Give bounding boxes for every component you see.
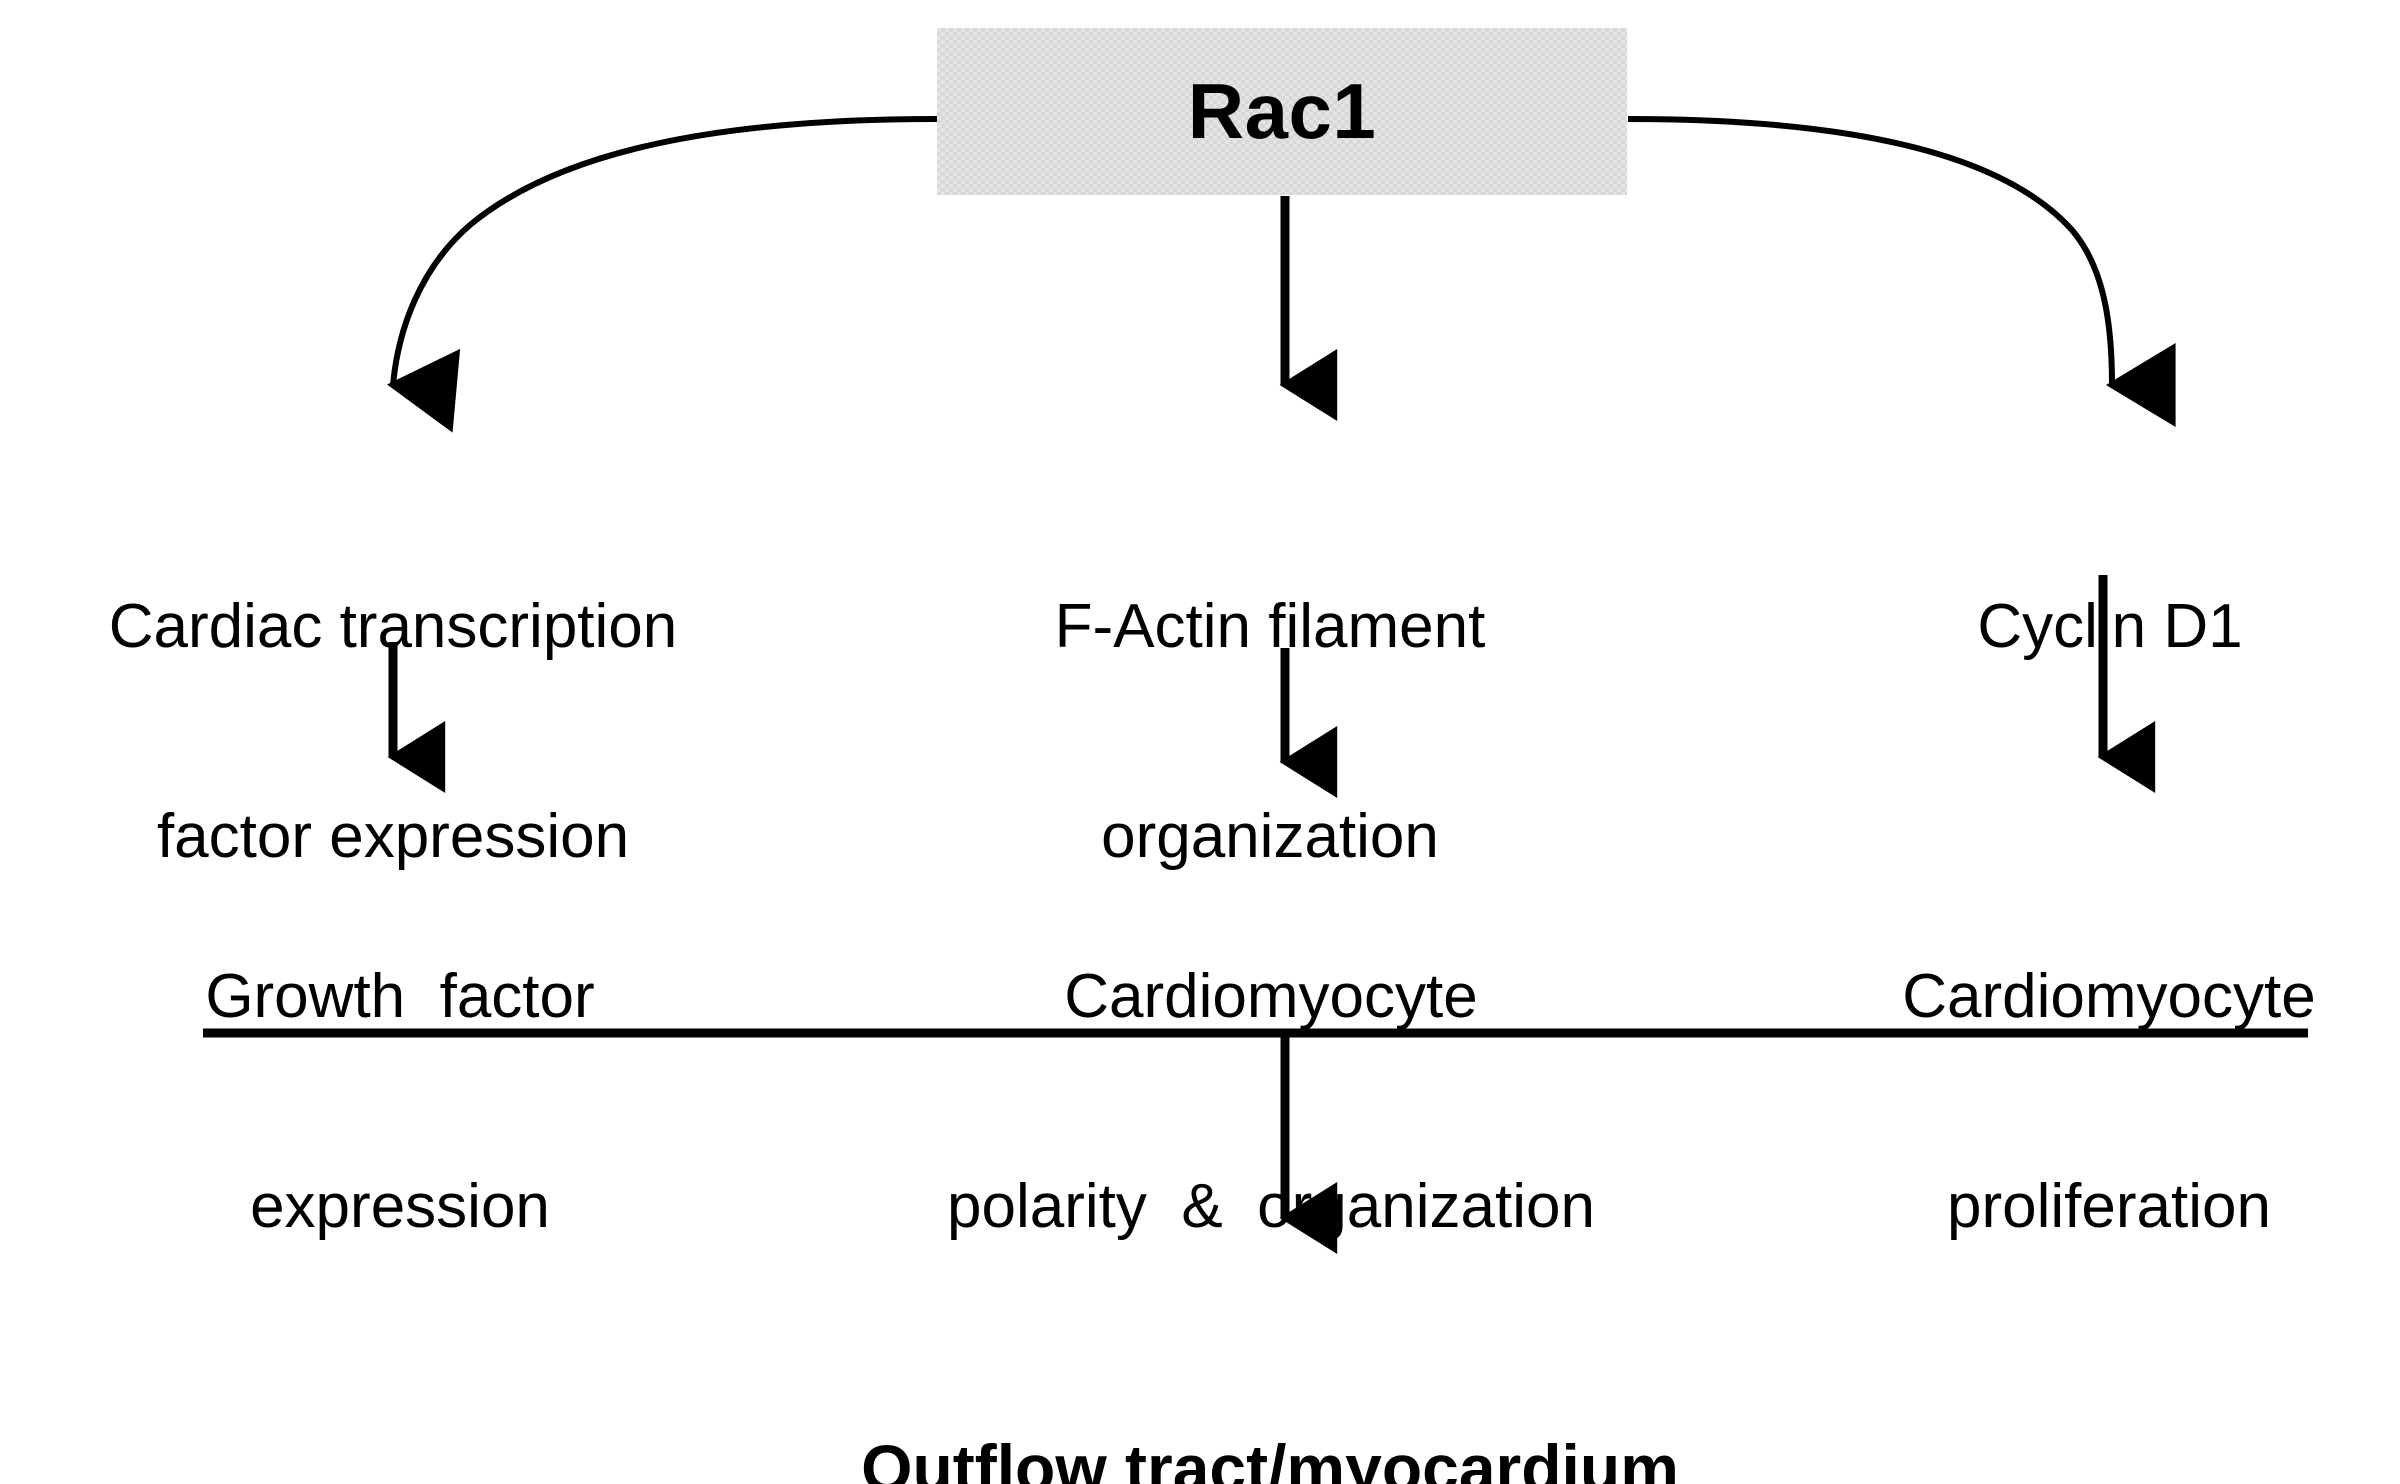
node-rac1-label: Rac1 — [1187, 67, 1377, 155]
node-cardiac-transcription-factor-expression[interactable]: Cardiac transcription factor expression — [0, 452, 786, 1012]
node-cardiomyocyte-proliferation[interactable]: Cardiomyocyte proliferation — [1818, 822, 2400, 1382]
edge-rac1-to-cardiac-transcription — [387, 116, 938, 433]
node-outflow-tract-myocardium-development[interactable]: Outflow tract/myocardium development — [700, 1282, 1840, 1484]
node-label-line-1: Cardiac transcription — [108, 592, 678, 662]
node-label-line-1: Cyclin D1 — [1977, 592, 2243, 662]
node-label-line-1: Cardiomyocyte — [1902, 962, 2316, 1032]
node-label-line-2: proliferation — [1947, 1172, 2271, 1242]
node-cardiomyocyte-polarity-organization[interactable]: Cardiomyocyte polarity & organization — [806, 822, 1736, 1382]
node-growth-factor-expression[interactable]: Growth factor expression — [100, 822, 700, 1382]
node-f-actin-filament-organization[interactable]: F-Actin filament organization — [960, 452, 1580, 1012]
node-label-line-2: organization — [1101, 802, 1439, 872]
node-label-line-2: expression — [250, 1172, 550, 1242]
node-rac1[interactable]: Rac1 — [937, 28, 1627, 195]
node-label-line-1: Outflow tract/myocardium — [861, 1431, 1679, 1484]
node-label-line-2: polarity & organization — [947, 1172, 1595, 1242]
node-label-line-1: Growth factor — [205, 962, 595, 1032]
edge-rac1-to-cyclind1 — [1627, 116, 2176, 427]
node-label-line-1: Cardiomyocyte — [1064, 962, 1478, 1032]
node-label-line-1: F-Actin filament — [1054, 592, 1486, 662]
node-label-line-2: factor expression — [156, 802, 630, 872]
node-cyclin-d1[interactable]: Cyclin D1 — [1900, 452, 2320, 802]
